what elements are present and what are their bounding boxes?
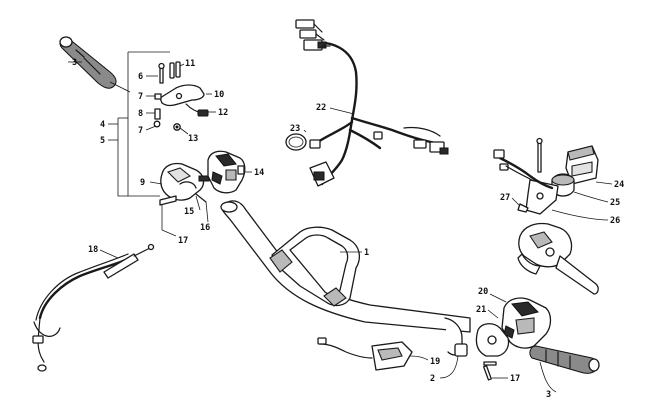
callout-labels: 1 2 3 3 4 5 6 7 7 8 9 10 11 12 13 14 15 … bbox=[72, 58, 624, 400]
callout-9: 9 bbox=[140, 178, 145, 188]
callout-24: 24 bbox=[614, 180, 624, 190]
heater-element bbox=[317, 337, 413, 371]
kit-bracket bbox=[117, 51, 170, 197]
callout-11: 11 bbox=[185, 59, 195, 69]
callout-19: 19 bbox=[430, 357, 440, 367]
callout-17: 17 bbox=[178, 236, 188, 246]
callout-4: 4 bbox=[100, 120, 105, 130]
callout-7: 7 bbox=[138, 92, 143, 102]
callout-6: 6 bbox=[138, 72, 143, 82]
right-switch-assembly bbox=[493, 137, 599, 215]
screw-lower bbox=[483, 365, 492, 381]
cable-tie-ring bbox=[285, 133, 307, 151]
throttle-hardware bbox=[153, 61, 209, 131]
callout-3: 3 bbox=[546, 390, 551, 400]
callout-15: 15 bbox=[184, 207, 194, 217]
callout-18: 18 bbox=[88, 245, 98, 255]
callout-1: 1 bbox=[364, 248, 369, 258]
callout-26: 26 bbox=[610, 216, 620, 226]
callout-10: 10 bbox=[214, 90, 224, 100]
callout-25: 25 bbox=[610, 198, 620, 208]
callout-3: 3 bbox=[72, 58, 77, 68]
left-grip bbox=[59, 36, 117, 89]
leader-lines bbox=[68, 61, 613, 393]
callout-27: 27 bbox=[500, 193, 510, 203]
callout-22: 22 bbox=[316, 103, 326, 113]
callout-12: 12 bbox=[218, 108, 228, 118]
callout-20: 20 bbox=[478, 287, 488, 297]
callout-13: 13 bbox=[188, 134, 198, 144]
left-switch-housing bbox=[207, 150, 246, 194]
callout-5: 5 bbox=[100, 136, 105, 146]
callout-21: 21 bbox=[476, 305, 486, 315]
callout-17: 17 bbox=[510, 374, 520, 384]
right-grip bbox=[529, 345, 600, 374]
brake-lever bbox=[517, 222, 599, 295]
callout-2: 2 bbox=[430, 374, 435, 384]
throttle-housing bbox=[159, 162, 210, 206]
callout-23: 23 bbox=[290, 124, 300, 134]
callout-8: 8 bbox=[138, 109, 143, 119]
right-switch-housing bbox=[475, 297, 552, 366]
throttle-cable bbox=[32, 243, 155, 372]
callout-14: 14 bbox=[254, 168, 264, 178]
wiring-harness bbox=[295, 19, 449, 187]
callout-16: 16 bbox=[200, 223, 210, 233]
handlebar bbox=[220, 200, 471, 357]
callout-7: 7 bbox=[138, 126, 143, 136]
